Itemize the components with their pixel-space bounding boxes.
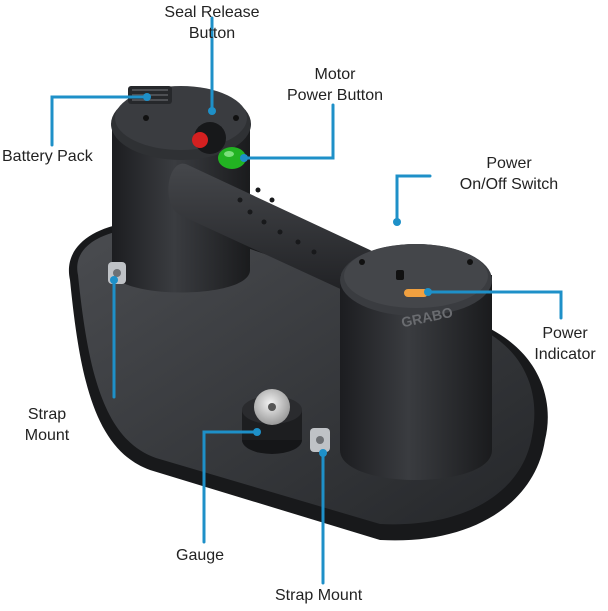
leader-lines bbox=[50, 16, 563, 585]
callout-gauge: Gauge bbox=[176, 547, 225, 564]
callout-motor-power-button: Motor Power Button bbox=[286, 66, 384, 104]
right-cylinder: GRABO bbox=[340, 244, 492, 480]
gauge bbox=[242, 389, 302, 454]
callout-seal-release-button: Seal Release Button bbox=[164, 4, 260, 42]
handle bbox=[168, 147, 384, 299]
leader-power-switch bbox=[395, 174, 432, 222]
seal-release-button bbox=[192, 132, 208, 148]
callout-strap-mount-bottom: Strap Mount bbox=[275, 587, 363, 604]
leader-dots bbox=[110, 93, 432, 457]
leader-gauge bbox=[202, 430, 257, 544]
strap-mount-bottom bbox=[310, 428, 330, 452]
power-switch bbox=[396, 270, 404, 280]
leader-power-indicator bbox=[426, 290, 563, 320]
callout-strap-mount-left: Strap Mount bbox=[24, 406, 70, 444]
callout-battery-pack: Battery Pack bbox=[2, 148, 93, 165]
power-indicator bbox=[404, 289, 428, 297]
left-cylinder bbox=[111, 86, 251, 293]
callout-power-indicator: Power Indicator bbox=[534, 325, 596, 363]
leader-battery-pack bbox=[50, 95, 147, 147]
leader-motor-power bbox=[244, 103, 335, 160]
callout-power-switch: Power On/Off Switch bbox=[459, 155, 559, 193]
